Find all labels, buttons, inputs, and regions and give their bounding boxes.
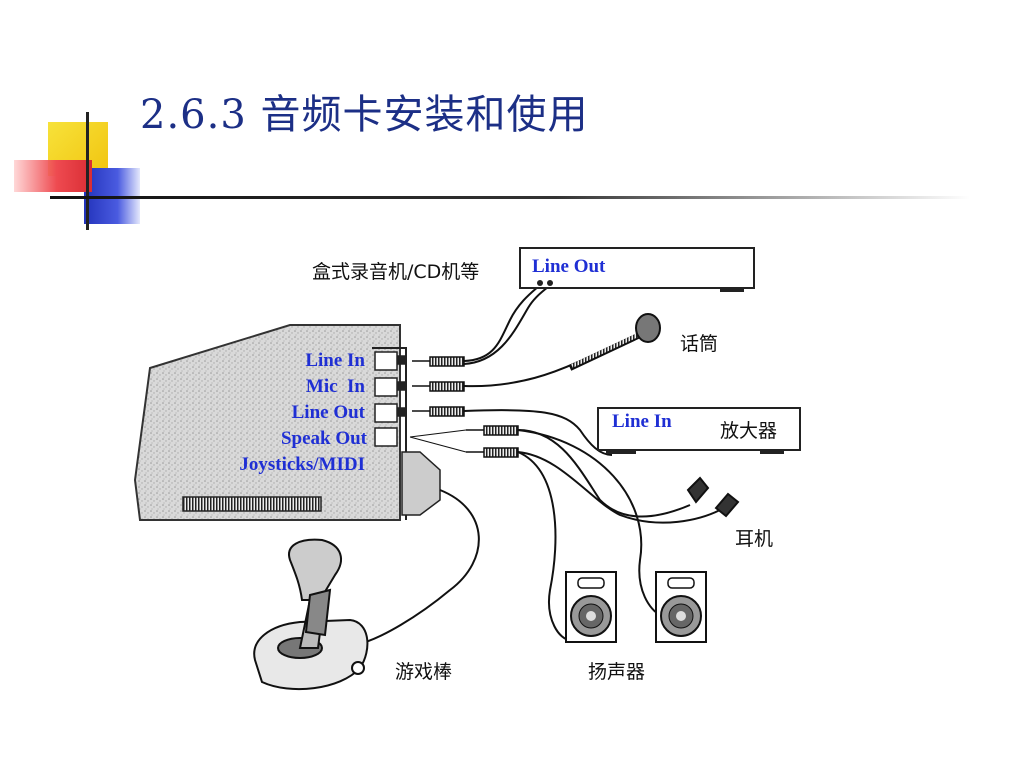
socket-mic-in bbox=[374, 377, 398, 397]
joystick-label: 游戏棒 bbox=[395, 661, 452, 683]
microphone-label: 话筒 bbox=[680, 333, 718, 355]
headphones-label: 耳机 bbox=[735, 528, 773, 550]
port-label-mic-in: Mic In bbox=[306, 376, 366, 397]
socket-joystick-midi bbox=[401, 451, 441, 516]
socket-line-in bbox=[374, 351, 398, 371]
speakers-label: 扬声器 bbox=[588, 661, 645, 683]
amplifier-device bbox=[597, 407, 801, 454]
amplifier-port-label: Line In bbox=[612, 411, 672, 432]
amplifier-label: 放大器 bbox=[720, 420, 777, 442]
microphone bbox=[568, 313, 661, 371]
joystick bbox=[253, 538, 369, 691]
port-label-speak-out: Speak Out bbox=[281, 428, 368, 449]
tape-cd-port-label: Line Out bbox=[532, 256, 606, 277]
edge-connector bbox=[182, 496, 322, 512]
cables bbox=[354, 284, 721, 646]
audio-plugs bbox=[409, 356, 519, 458]
socket-speak-out bbox=[374, 427, 398, 447]
slide-title: 2.6.3 音频卡安装和使用 bbox=[140, 92, 589, 138]
sound-card bbox=[133, 324, 407, 521]
deco-vertical-line bbox=[86, 112, 89, 230]
speaker-right bbox=[655, 571, 707, 643]
socket-line-out bbox=[374, 403, 398, 423]
speaker-left bbox=[565, 571, 617, 643]
card-sockets bbox=[374, 351, 441, 516]
deco-red-block bbox=[14, 160, 92, 192]
port-label-line-out: Line Out bbox=[292, 402, 366, 423]
tape-cd-device bbox=[519, 247, 755, 292]
port-label-joysticks-midi: Joysticks/MIDI bbox=[239, 454, 365, 475]
headphones bbox=[686, 476, 740, 518]
tape-cd-label: 盒式录音机/CD机等 bbox=[312, 261, 479, 283]
title-rule bbox=[50, 196, 970, 199]
port-label-line-in: Line In bbox=[305, 350, 365, 371]
